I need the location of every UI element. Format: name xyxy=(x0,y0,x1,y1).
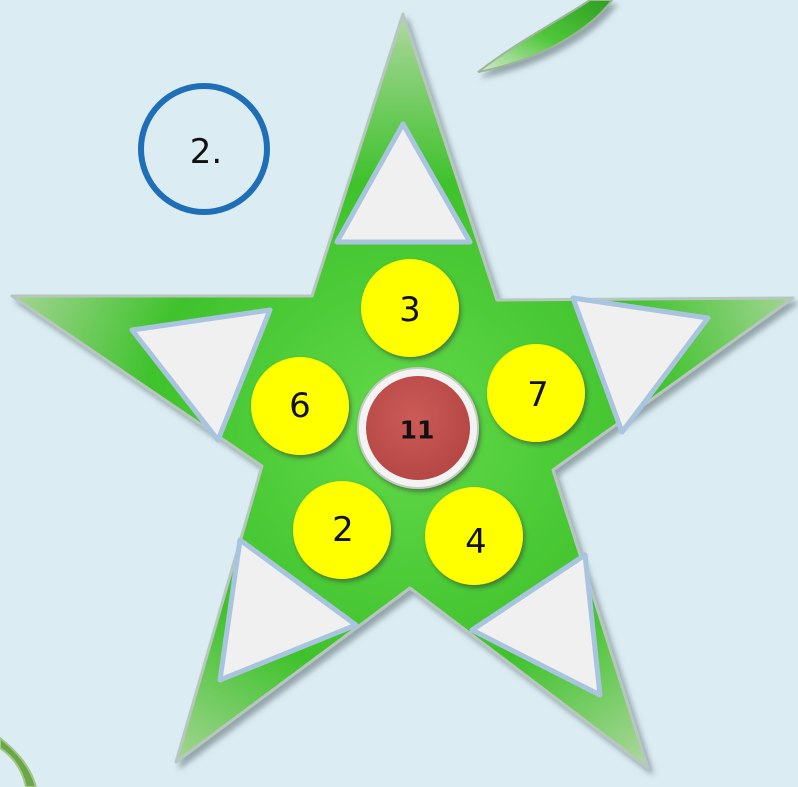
number-circle-bottom-right: 4 xyxy=(425,487,523,585)
number-circle-bottom-left: 2 xyxy=(293,481,391,579)
task-number-label: 2. xyxy=(190,132,222,172)
number-circle-bottom-left-value: 2 xyxy=(332,510,354,550)
number-circle-bottom-right-value: 4 xyxy=(465,522,487,562)
decorative-leaf-bottom xyxy=(0,738,36,787)
task-number-badge: 2. xyxy=(141,86,267,212)
number-circle-top: 3 xyxy=(361,259,459,357)
number-circle-right: 7 xyxy=(487,344,585,442)
center-circle: 11 xyxy=(358,368,478,488)
number-circle-top-value: 3 xyxy=(399,290,421,330)
number-circle-right-value: 7 xyxy=(527,375,549,415)
number-circle-left-value: 6 xyxy=(289,386,311,426)
number-circle-left: 6 xyxy=(251,357,349,455)
center-value: 11 xyxy=(400,416,435,445)
decorative-leaf-top xyxy=(478,0,612,72)
